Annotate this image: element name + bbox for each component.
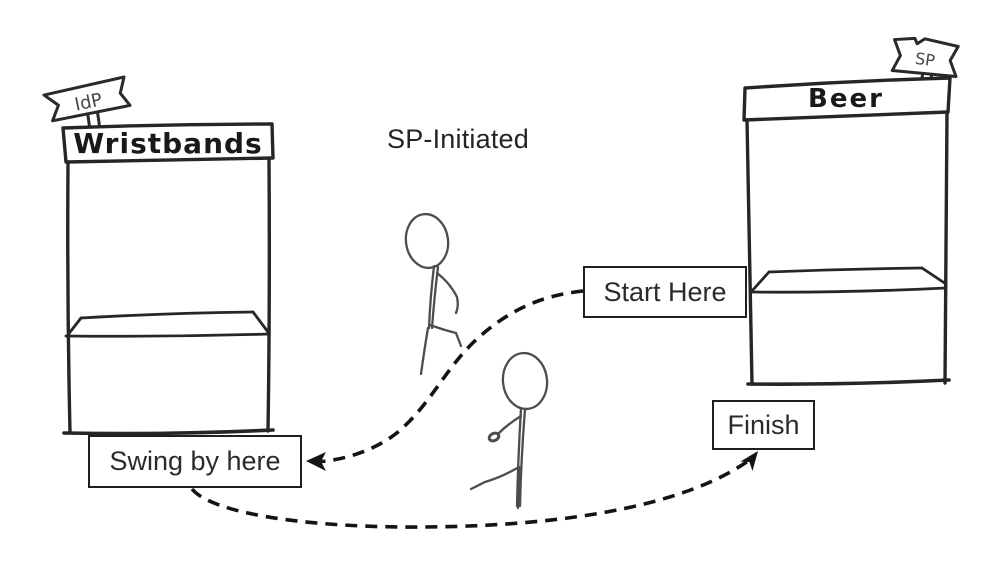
sp-booth-bottom <box>746 378 951 386</box>
idp-booth-header <box>61 122 275 164</box>
start-here-label: Start Here <box>583 266 747 318</box>
sp-sign-board <box>890 36 960 78</box>
walking-person-arm <box>435 271 459 315</box>
walking-person-leg <box>419 326 430 376</box>
wristband-person-head <box>501 351 549 411</box>
wristband-person-leg <box>516 466 522 510</box>
wristband-icon <box>487 431 501 443</box>
idp-booth-bottom <box>62 428 275 436</box>
sp-sign-label: SP <box>914 49 937 71</box>
idp-sign: IdP <box>42 75 132 144</box>
finish-label-text: Finish <box>727 409 800 440</box>
arrowhead-to-swing-by-here <box>306 452 326 471</box>
idp-booth-right-side <box>266 156 272 433</box>
walking-person-body <box>427 264 436 330</box>
flow-path-start-to-swing <box>315 289 584 464</box>
sp-booth-right-side <box>943 110 949 385</box>
diagram-title: SP-Initiated <box>387 124 529 154</box>
flow-path-swing-to-finish <box>190 459 750 529</box>
idp-booth-left-side <box>66 160 72 434</box>
flow-arrow-start-to-swing <box>306 289 584 471</box>
swing-by-here-label: Swing by here <box>88 435 302 488</box>
wristband-person-arm <box>497 414 523 435</box>
idp-sign-board <box>42 75 132 123</box>
walking-person-leg <box>428 323 463 348</box>
arrowhead-to-finish <box>740 451 758 471</box>
walking-person-head <box>404 212 450 270</box>
idp-booth-banner-text: Wristbands <box>73 127 262 160</box>
sp-sign: SP <box>890 36 960 93</box>
sp-booth-banner-text: Beer <box>808 84 884 114</box>
sp-booth-counter <box>749 266 948 294</box>
idp-booth-counter <box>64 310 271 338</box>
start-here-label-text: Start Here <box>603 276 727 307</box>
sp-booth-left-side <box>745 118 754 386</box>
sp-booth: Beer <box>742 76 952 386</box>
swing-by-here-label-text: Swing by here <box>109 446 281 476</box>
wristband-person-body <box>515 406 523 508</box>
idp-booth: Wristbands <box>61 122 275 436</box>
wristband-person-leg <box>469 465 521 491</box>
wristband-person-body <box>518 407 527 508</box>
flow-arrow-swing-to-finish <box>190 451 758 529</box>
wristband-person-figure <box>469 351 549 510</box>
walking-person-figure <box>404 212 463 376</box>
finish-label: Finish <box>712 400 815 450</box>
